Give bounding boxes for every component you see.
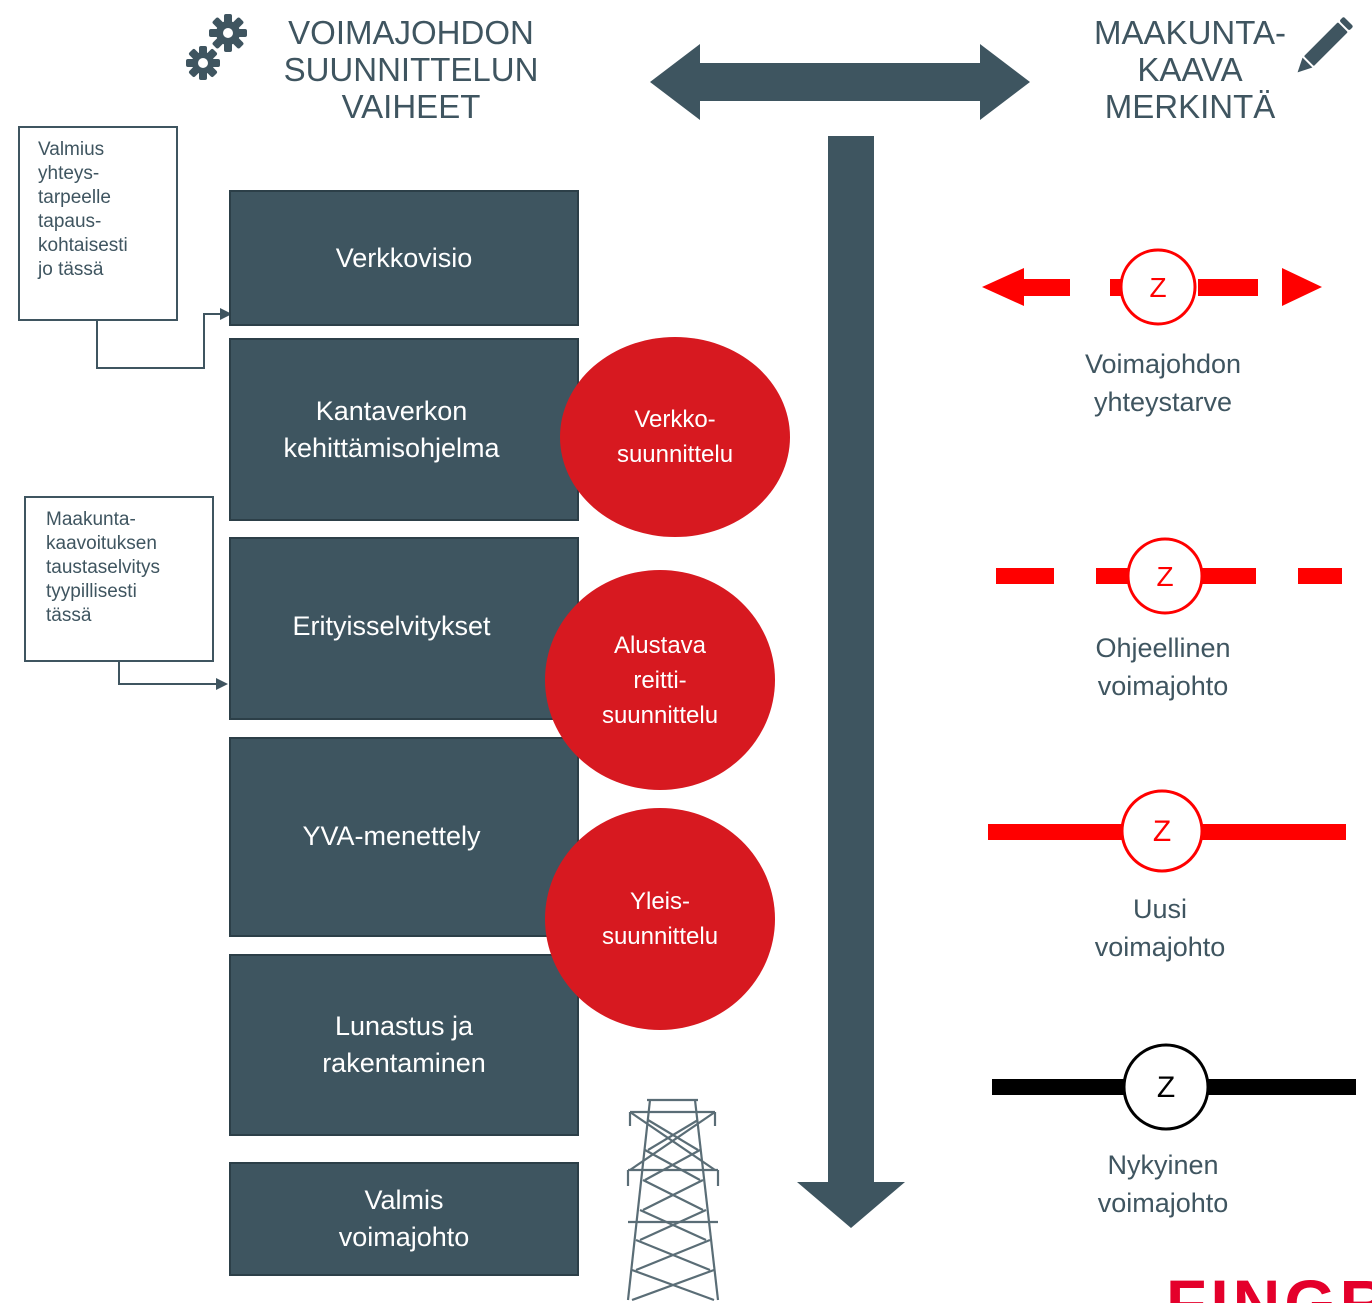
gears-icon bbox=[186, 14, 247, 80]
legend-line: voimajohto bbox=[1094, 932, 1226, 962]
legend-letter-3: Z bbox=[1153, 815, 1171, 848]
legend-letter-1: Z bbox=[1149, 272, 1166, 303]
legend-letter-2: Z bbox=[1156, 561, 1173, 592]
legend-line: Nykyinen bbox=[1107, 1150, 1219, 1180]
heading-line: VAIHEET bbox=[341, 88, 481, 125]
note-line: kaavoituksen bbox=[46, 533, 157, 554]
phase-label: reitti- bbox=[633, 666, 687, 694]
step-label: rakentaminen bbox=[322, 1048, 486, 1078]
note-line: tässä bbox=[46, 605, 92, 626]
heading-line: SUUNNITTELUN bbox=[283, 51, 539, 88]
note-2-connector bbox=[118, 662, 218, 685]
note-line: Valmius bbox=[38, 139, 105, 160]
phase-label: suunnittelu bbox=[601, 701, 719, 729]
power-tower-icon bbox=[626, 1098, 720, 1302]
note-line: Maakunta- bbox=[46, 509, 136, 530]
note-regional-plan-background: Maakunta- kaavoituksen taustaselvitys ty… bbox=[24, 496, 214, 662]
phase-alustava-reittisuunnittelu: Alustava reitti- suunnittelu bbox=[545, 570, 775, 790]
legend-label-existing-line: Nykyinen voimajohto bbox=[1043, 1146, 1283, 1222]
legend-letter-4: Z bbox=[1157, 1071, 1175, 1104]
step-label: Erityisselvitykset bbox=[292, 610, 491, 641]
note-1-arrowhead bbox=[220, 308, 232, 320]
legend-symbol-connection-need bbox=[982, 248, 1322, 326]
heading-line: MERKINTÄ bbox=[1104, 88, 1276, 125]
note-connection-readiness: Valmius yhteys- tarpeelle tapaus- kohtai… bbox=[18, 126, 178, 321]
phase-label: Yleis- bbox=[629, 888, 690, 915]
note-1-connector bbox=[96, 313, 222, 369]
heading-line: MAAKUNTA- bbox=[1094, 14, 1286, 51]
down-arrow-icon bbox=[797, 136, 905, 1228]
note-line: yhteys- bbox=[38, 163, 100, 184]
legend-label-indicative-line: Ohjeellinen voimajohto bbox=[1050, 629, 1276, 705]
legend-symbol-indicative-line bbox=[996, 537, 1342, 615]
heading-line: VOIMAJOHDON bbox=[288, 14, 534, 51]
phase-yleissuunnittelu: Yleis- suunnittelu bbox=[545, 808, 775, 1030]
step-label: voimajohto bbox=[338, 1222, 470, 1252]
phase-label: Verkko- bbox=[634, 406, 716, 433]
legend-label-connection-need: Voimajohdon yhteystarve bbox=[1050, 345, 1276, 421]
legend-line: voimajohto bbox=[1097, 1188, 1229, 1218]
phase-verkkosuunnittelu: Verkko- suunnittelu bbox=[560, 337, 790, 537]
note-line: tyypillisesti bbox=[46, 581, 137, 602]
step-yva-menettely: YVA-menettely bbox=[229, 737, 579, 937]
step-label: Kantaverkon bbox=[315, 395, 468, 426]
step-label: Valmis bbox=[364, 1185, 444, 1215]
plan-marking-heading: MAAKUNTA- KAAVA MERKINTÄ bbox=[1040, 14, 1340, 125]
step-verkkovisio: Verkkovisio bbox=[229, 190, 579, 326]
legend-line: voimajohto bbox=[1097, 671, 1229, 701]
phase-label: Alustava bbox=[613, 631, 707, 659]
step-erityisselvitykset: Erityisselvitykset bbox=[229, 537, 579, 720]
legend-line: Ohjeellinen bbox=[1095, 633, 1231, 663]
note-line: tarpeelle bbox=[38, 187, 111, 208]
legend-line: yhteystarve bbox=[1093, 387, 1233, 417]
process-phases-heading: VOIMAJOHDON SUUNNITTELUN VAIHEET bbox=[246, 14, 576, 125]
note-line: taustaselvitys bbox=[46, 557, 161, 578]
step-label: Verkkovisio bbox=[335, 242, 473, 273]
phase-label: suunnittelu bbox=[601, 923, 719, 950]
step-label: kehittämisohjelma bbox=[283, 432, 500, 463]
step-valmis-voimajohto: Valmis voimajohto bbox=[229, 1162, 579, 1276]
double-arrow-icon bbox=[650, 44, 1030, 120]
step-kantaverkon-kehittamisohjelma: Kantaverkon kehittämisohjelma bbox=[229, 338, 579, 521]
step-lunastus-ja-rakentaminen: Lunastus ja rakentaminen bbox=[229, 954, 579, 1136]
legend-line: Uusi bbox=[1132, 894, 1187, 924]
legend-symbol-new-line bbox=[988, 789, 1346, 873]
note-line: kohtaisesti bbox=[38, 235, 128, 256]
step-label: Lunastus ja bbox=[334, 1011, 474, 1041]
step-label: YVA-menettely bbox=[302, 820, 481, 851]
note-line: tapaus- bbox=[38, 211, 102, 232]
phase-label: suunnittelu bbox=[616, 441, 734, 468]
legend-line: Voimajohdon bbox=[1084, 349, 1242, 379]
legend-label-new-line: Uusi voimajohto bbox=[1047, 890, 1273, 966]
legend-symbol-existing-line bbox=[992, 1043, 1356, 1131]
brand-logo: FINGRID bbox=[1166, 1266, 1372, 1303]
note-line: jo tässä bbox=[38, 259, 104, 280]
note-2-arrowhead bbox=[216, 678, 228, 690]
heading-line: KAAVA bbox=[1137, 51, 1243, 88]
